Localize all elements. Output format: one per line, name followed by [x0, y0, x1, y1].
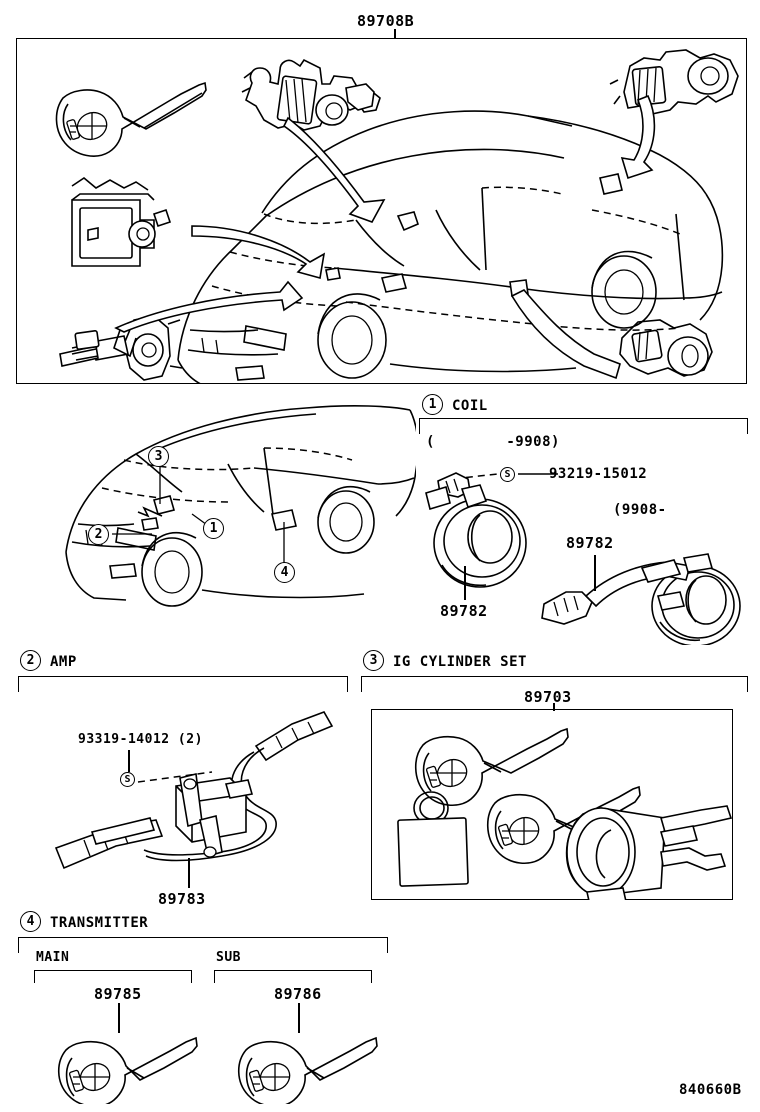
amp-artwork: [54, 711, 334, 870]
main-illustration-artwork: [55, 49, 739, 384]
transmitter-sub-bracket: [214, 970, 372, 983]
coil-screw-leader: [441, 473, 558, 481]
transmitter-sub-label: SUB: [216, 950, 241, 965]
coil-early-part: 89782: [440, 602, 488, 620]
section-coil-bracket: [419, 418, 748, 434]
amp-part: 89783: [158, 890, 206, 908]
screw-symbol-coil: S: [500, 467, 515, 482]
car-marker-3[interactable]: 3: [148, 446, 169, 467]
ig-part-leader: [553, 703, 555, 711]
transmitter-main-key-artwork: [57, 1036, 198, 1104]
coil-range-early: ( -9908): [426, 434, 560, 450]
section-transmitter-bracket: [18, 937, 388, 953]
transmitter-sub-part: 89786: [274, 985, 322, 1003]
coil-early-artwork: [425, 472, 527, 588]
car-overview-artwork: [65, 405, 416, 607]
coil-range-late: (9908- ): [613, 502, 760, 518]
section-amp-title: AMP: [50, 654, 77, 670]
ig-part-number: 89703: [524, 688, 572, 706]
car-marker-2[interactable]: 2: [88, 524, 109, 545]
car-marker-4[interactable]: 4: [274, 562, 295, 583]
section-coil-callout[interactable]: 1: [422, 394, 443, 415]
amp-part-leader: [188, 858, 190, 888]
transmitter-main-leader: [118, 1003, 120, 1033]
transmitter-main-part: 89785: [94, 985, 142, 1003]
transmitter-main-label: MAIN: [36, 950, 70, 965]
amp-screw-leader: [128, 750, 130, 772]
ig-cylinder-artwork: [397, 727, 733, 900]
section-coil-title: COIL: [452, 398, 488, 414]
screw-symbol-amp: S: [120, 772, 135, 787]
section-ig-title: IG CYLINDER SET: [393, 654, 527, 670]
section-amp-bracket: [18, 676, 348, 692]
section-transmitter-callout[interactable]: 4: [20, 911, 41, 932]
top-part-leader: [394, 29, 396, 39]
coil-late-leader: [594, 555, 596, 591]
amp-screw-part: 93319-14012 (2): [78, 732, 203, 747]
coil-late-artwork: [541, 553, 741, 645]
section-transmitter-title: TRANSMITTER: [50, 915, 149, 931]
main-illustration-frame: [16, 38, 747, 384]
section-ig-callout[interactable]: 3: [363, 650, 384, 671]
drawing-code: 840660B: [679, 1082, 742, 1098]
coil-early-leader: [464, 566, 466, 600]
transmitter-sub-leader: [298, 1003, 300, 1033]
coil-screw-part: 93219-15012: [549, 466, 648, 482]
transmitter-main-bracket: [34, 970, 192, 983]
ig-cylinder-box: [371, 709, 733, 900]
transmitter-sub-key-artwork: [237, 1036, 378, 1104]
top-part-number: 89708B: [357, 12, 415, 30]
amp-screw-dash-leader: [137, 771, 213, 783]
coil-late-part: 89782: [566, 534, 614, 552]
car-marker-1[interactable]: 1: [203, 518, 224, 539]
section-ig-bracket: [361, 676, 748, 692]
section-amp-callout[interactable]: 2: [20, 650, 41, 671]
